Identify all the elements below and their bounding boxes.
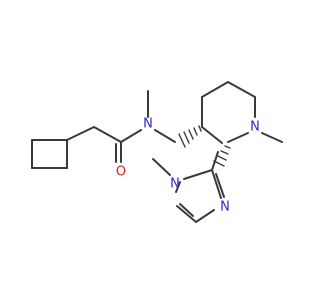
structure-diagram: N O N N N [31, 81, 283, 223]
atom-label-layer: N O N N N [116, 117, 260, 215]
stereo-hash-bond [188, 129, 194, 140]
bond [215, 173, 225, 198]
stereo-hash-bond [213, 160, 225, 167]
stereo-hash-bond [178, 133, 186, 148]
bond [183, 169, 213, 180]
bond [261, 132, 283, 143]
bond [152, 158, 171, 176]
stereo-hash-layer [178, 125, 231, 167]
bond [175, 181, 181, 193]
stereo-hash-bond [193, 127, 198, 136]
imidazole-n1-label: N [170, 177, 180, 192]
bond [227, 81, 256, 98]
bond [93, 126, 122, 143]
carbonyl-oxygen-label: O [116, 165, 126, 180]
molecule-drawing: N O N N N [31, 81, 283, 223]
piperidine-nitrogen-label: N [250, 120, 260, 135]
bond [120, 129, 142, 143]
stereo-hash-bond [217, 155, 227, 161]
bond [201, 81, 229, 98]
bond [179, 203, 194, 217]
bond [195, 209, 215, 223]
stereo-hash-bond [224, 145, 231, 149]
bond [176, 205, 197, 223]
bond-layer [31, 81, 283, 223]
amide-nitrogen-label: N [143, 117, 153, 132]
imidazole-n3-label: N [220, 200, 230, 215]
bond [154, 129, 176, 143]
stereo-hash-bond [183, 131, 190, 144]
bond [66, 126, 95, 141]
bond [211, 169, 222, 199]
stereo-hash-bond [198, 125, 202, 132]
stereo-hash-bond [220, 150, 229, 155]
bond [201, 126, 223, 144]
bond [227, 132, 249, 143]
